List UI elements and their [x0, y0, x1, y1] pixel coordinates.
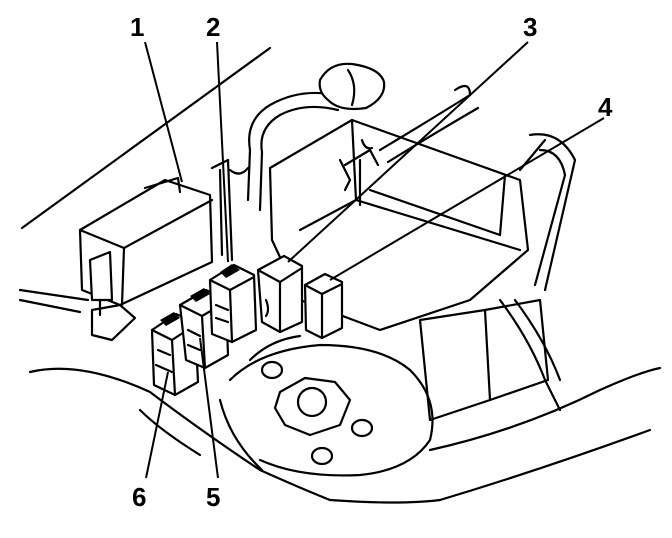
callout-2: 2 [206, 12, 220, 42]
leader-3 [287, 41, 529, 263]
fender-lines [18, 46, 332, 502]
callout-5: 5 [206, 482, 220, 512]
callout-3: 3 [523, 12, 537, 42]
leader-5 [199, 337, 219, 479]
cowl-panel [328, 366, 662, 504]
relay-3 [256, 254, 304, 334]
callout-4: 4 [598, 92, 613, 122]
leader-lines [144, 41, 605, 479]
strut-tower-mount [218, 334, 434, 477]
battery-cable [246, 62, 386, 212]
leader-4 [329, 117, 605, 281]
leader-2 [216, 41, 229, 263]
relay-2 [208, 263, 258, 344]
relay-4 [303, 272, 344, 340]
relay-bracket [210, 158, 352, 262]
relay-center-box [78, 176, 214, 342]
leader-6 [145, 371, 169, 479]
callout-labels: 1 2 3 4 5 6 [130, 12, 613, 512]
callout-1: 1 [130, 12, 144, 42]
battery [268, 118, 550, 422]
leader-1 [144, 41, 183, 183]
callout-6: 6 [132, 482, 146, 512]
